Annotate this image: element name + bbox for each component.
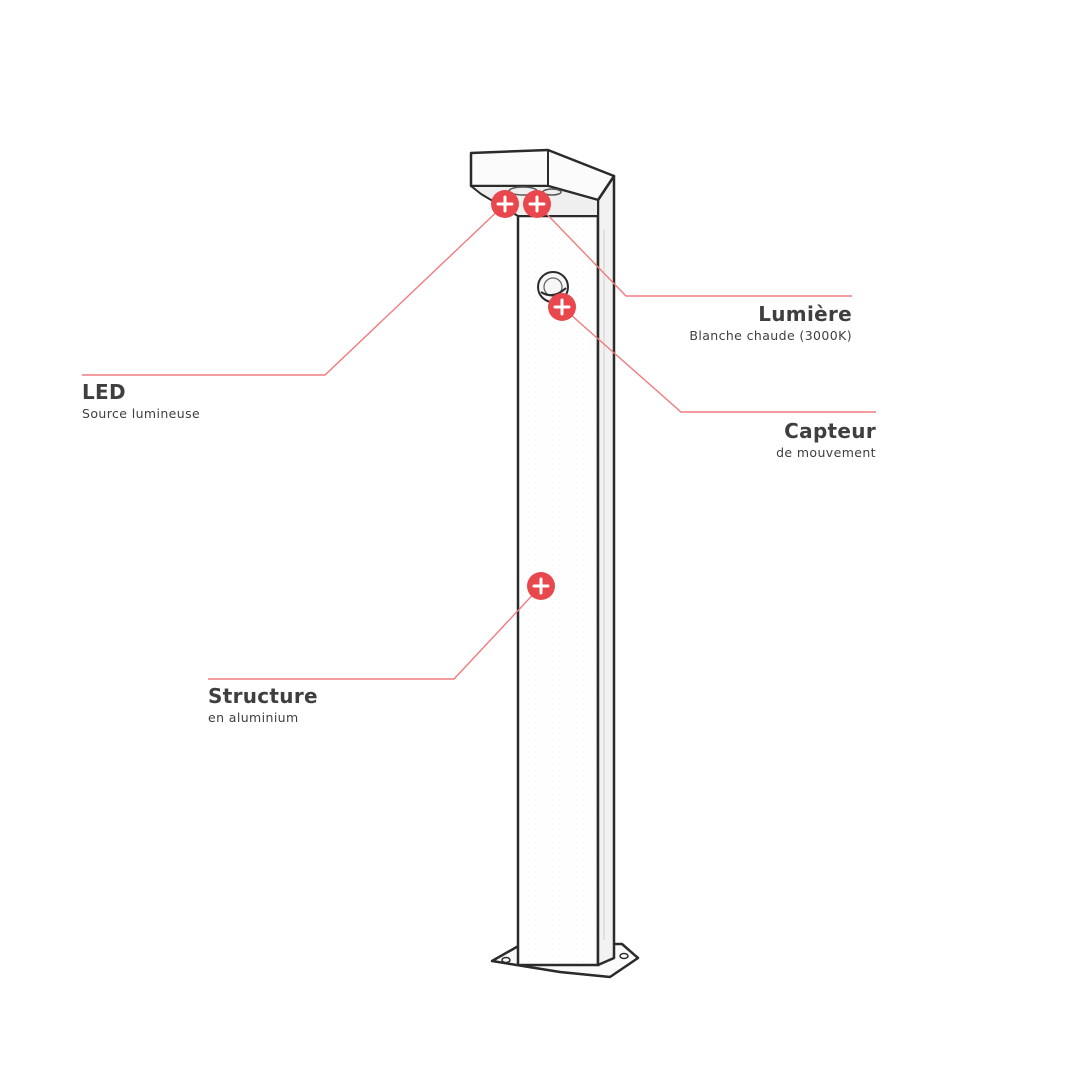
- post-body: [516, 174, 616, 967]
- hotspot-capteur[interactable]: [548, 293, 576, 321]
- label-capteur-title: Capteur: [784, 419, 876, 443]
- label-structure-title: Structure: [208, 684, 318, 708]
- plus-icon: [528, 195, 546, 213]
- label-lumiere-title: Lumière: [758, 302, 852, 326]
- plus-icon: [553, 298, 571, 316]
- hotspot-lumiere[interactable]: [523, 190, 551, 218]
- leader-line-lumiere: [536, 203, 852, 297]
- label-lumiere-subtitle: Blanche chaude (3000K): [689, 328, 852, 343]
- leader-line-led: [82, 203, 506, 376]
- label-led-subtitle: Source lumineuse: [82, 406, 201, 421]
- leader-line-structure: [208, 585, 542, 680]
- label-led-title: LED: [82, 380, 126, 404]
- label-capteur: Capteur de mouvement: [776, 419, 876, 462]
- label-lumiere: Lumière Blanche chaude (3000K): [689, 302, 852, 345]
- label-structure: Structure en aluminium: [208, 684, 318, 727]
- leader-lines: [82, 203, 876, 680]
- plus-icon: [496, 195, 514, 213]
- leader-line-capteur: [561, 306, 876, 413]
- label-structure-subtitle: en aluminium: [208, 710, 299, 725]
- hotspot-structure[interactable]: [527, 572, 555, 600]
- label-capteur-subtitle: de mouvement: [776, 445, 876, 460]
- label-led: LED Source lumineuse: [82, 380, 200, 423]
- hotspot-led[interactable]: [491, 190, 519, 218]
- plus-icon: [532, 577, 550, 595]
